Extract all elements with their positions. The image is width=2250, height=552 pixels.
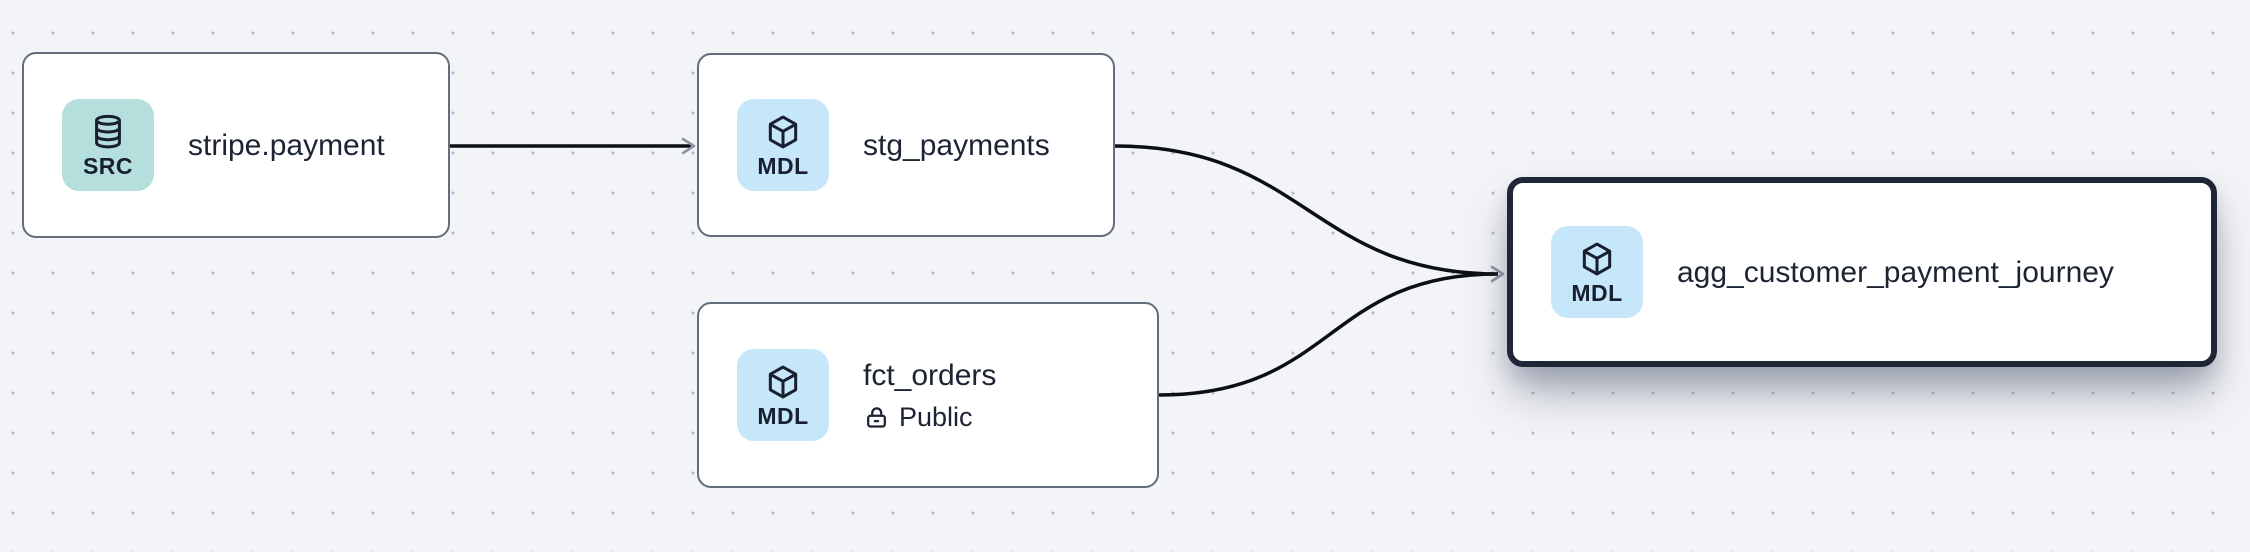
node-stripe-payment[interactable]: SRC stripe.payment xyxy=(22,52,450,238)
access-label: Public xyxy=(899,402,973,433)
access-level-row: Public xyxy=(863,401,996,433)
arrowhead-icon xyxy=(1490,265,1505,283)
lock-open-icon xyxy=(867,407,886,428)
badge-label: MDL xyxy=(1571,279,1623,306)
cube-icon xyxy=(768,365,798,398)
cube-icon xyxy=(1582,242,1612,275)
edge-stg-to-agg xyxy=(1114,144,1499,276)
node-stg-payments[interactable]: MDL stg_payments xyxy=(697,53,1115,237)
database-icon xyxy=(95,114,121,148)
badge-label: MDL xyxy=(757,152,809,179)
badge-label: SRC xyxy=(82,152,134,179)
badge-label: MDL xyxy=(757,402,809,429)
arrowhead-icon xyxy=(681,137,696,155)
model-type-badge: MDL xyxy=(737,349,829,441)
node-title: stg_payments xyxy=(863,128,1050,162)
node-title: stripe.payment xyxy=(188,128,385,162)
node-agg-customer-payment-journey[interactable]: MDL agg_customer_payment_journey xyxy=(1507,177,2217,367)
cube-icon xyxy=(768,115,798,148)
node-title: fct_orders xyxy=(863,359,997,393)
source-type-badge: SRC xyxy=(62,99,154,191)
node-fct-orders[interactable]: MDL fct_orders Public xyxy=(697,302,1159,488)
model-type-badge: MDL xyxy=(1551,226,1643,318)
model-type-badge: MDL xyxy=(737,99,829,191)
node-title: agg_customer_payment_journey xyxy=(1677,255,2114,289)
edge-fct-to-agg xyxy=(1158,272,1499,397)
